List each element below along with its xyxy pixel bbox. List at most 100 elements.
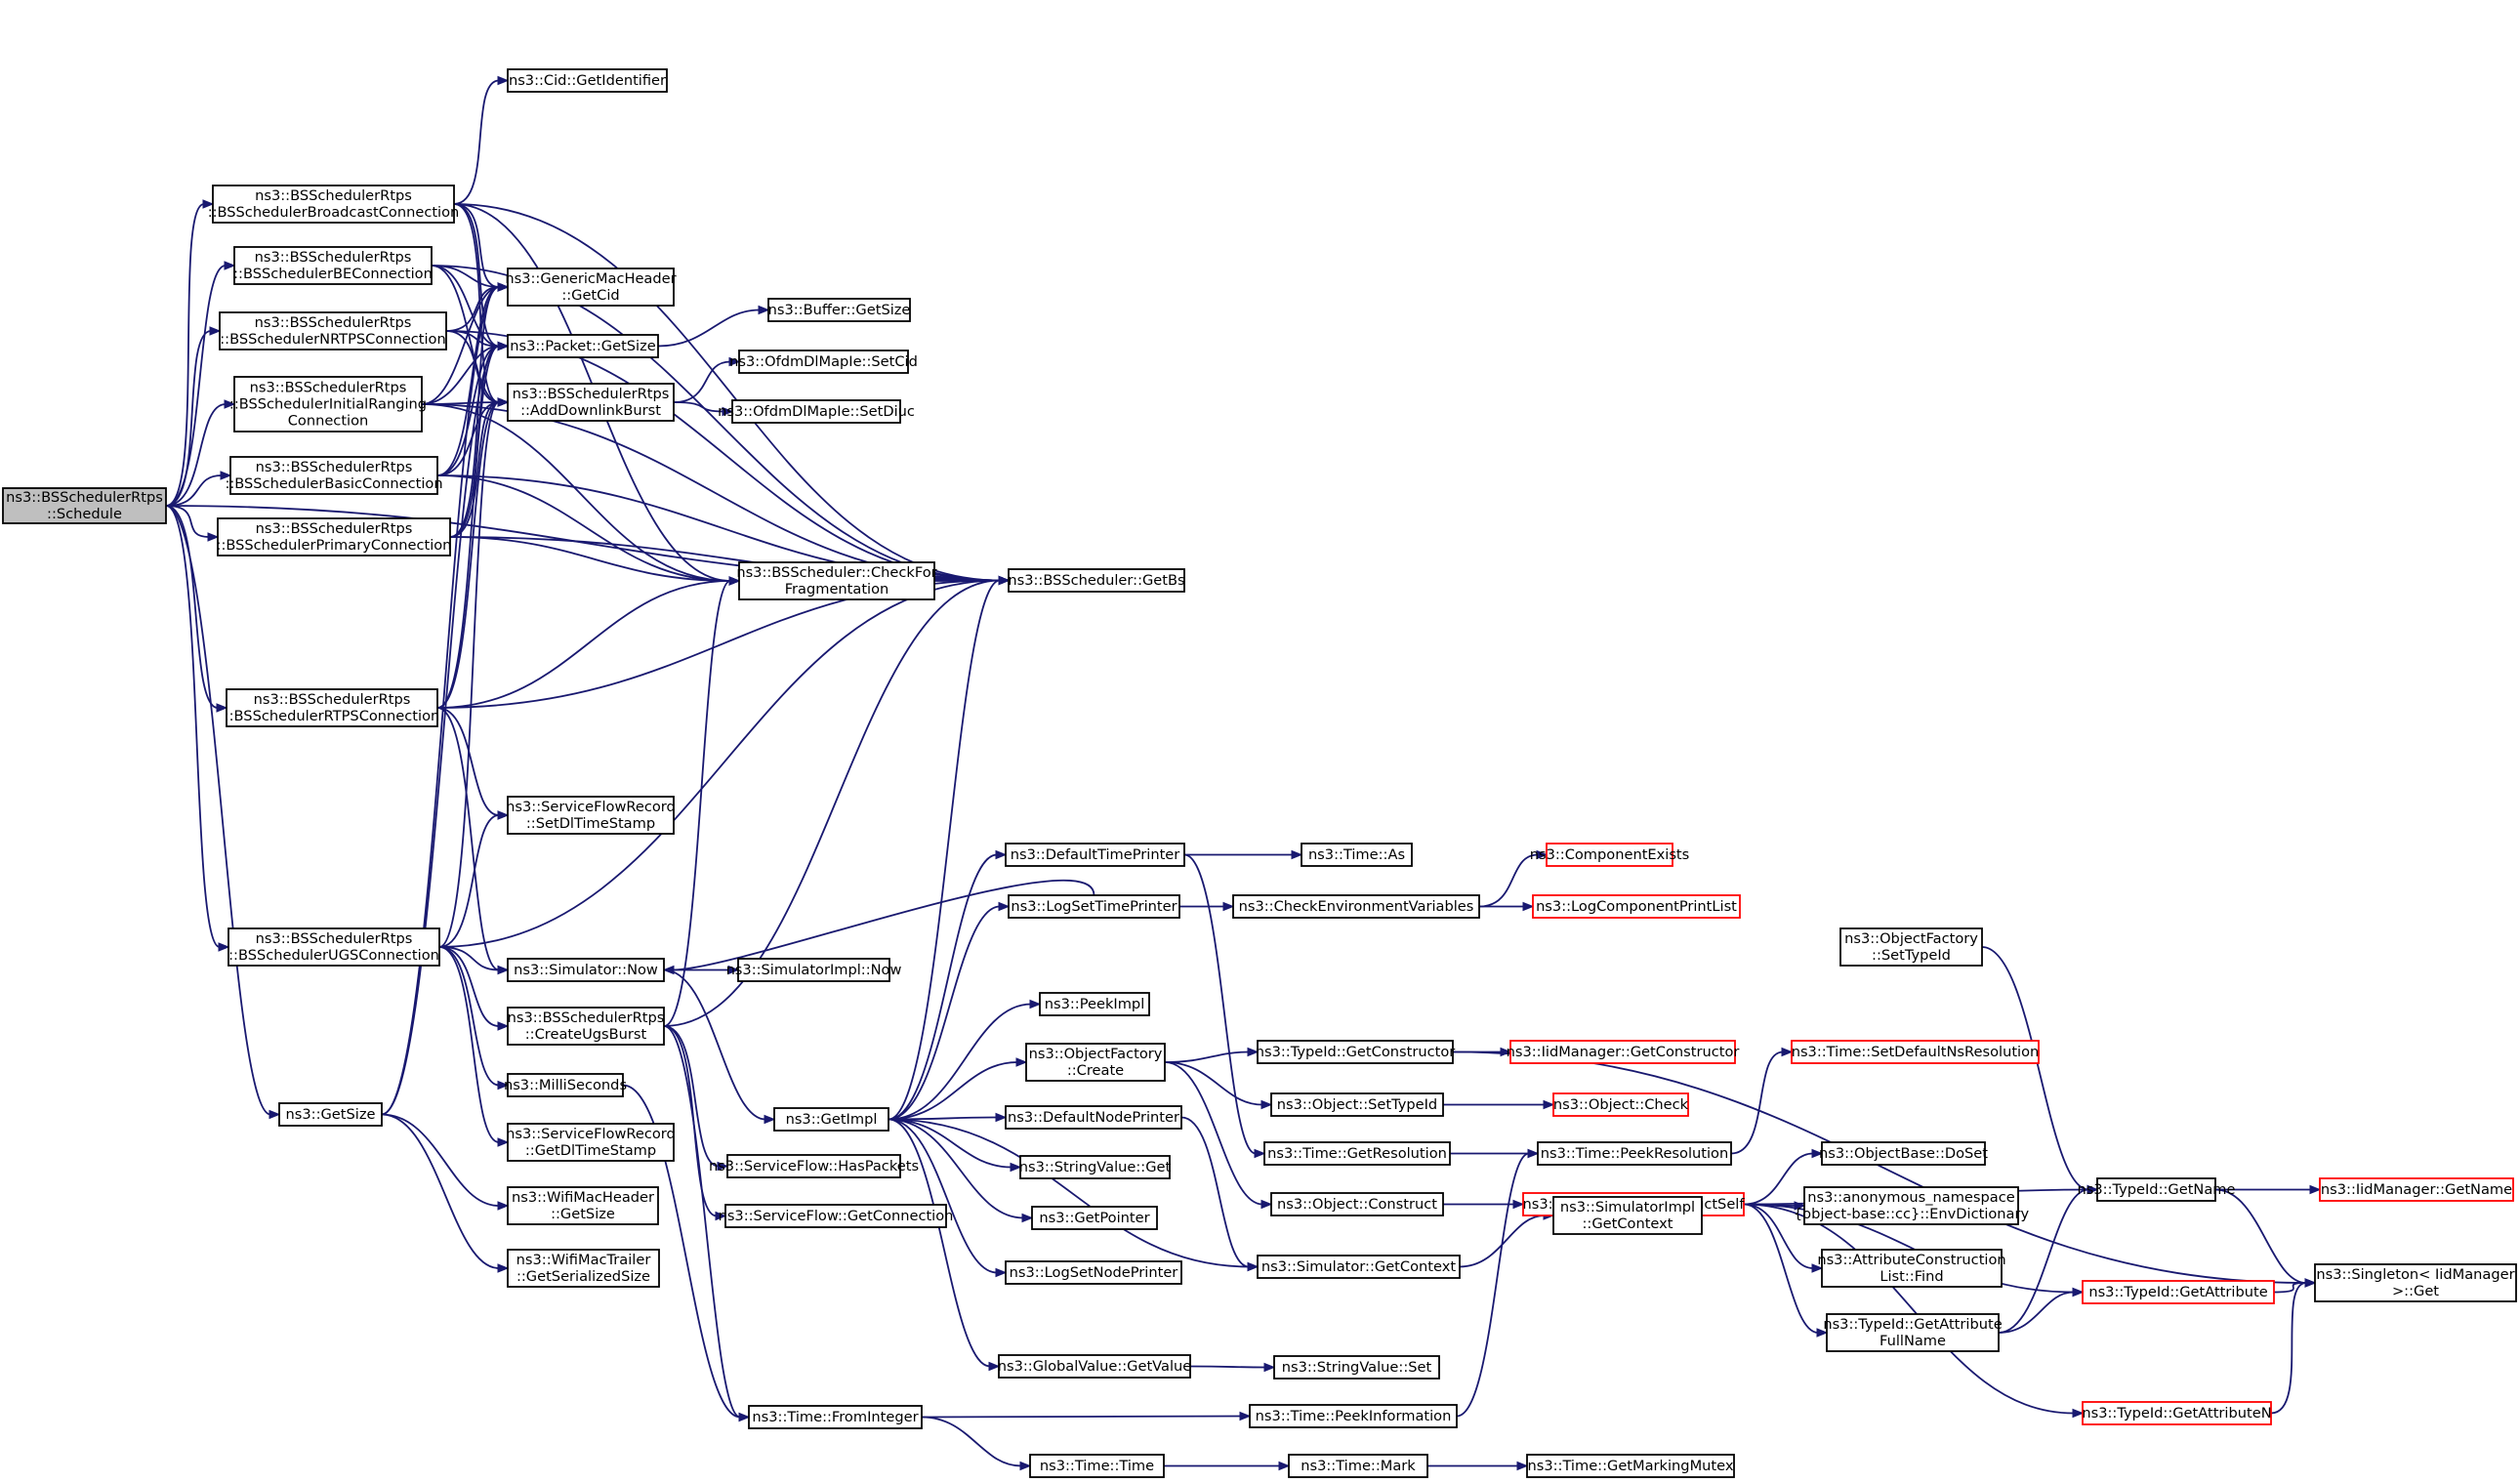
node-cev[interactable]: ns3::CheckEnvironmentVariables [1232, 894, 1480, 919]
node-compexists[interactable]: ns3::ComponentExists [1530, 843, 1690, 867]
node-setdiuc[interactable]: ns3::OfdmDlMapIe::SetDiuc [718, 399, 915, 424]
node-obdoset[interactable]: ns3::ObjectBase::DoSet [1819, 1141, 1988, 1166]
node-cid[interactable]: ns3::Cid::GetIdentifier [507, 68, 668, 93]
node-buffer[interactable]: ns3::Buffer::GetSize [767, 298, 911, 322]
node-haspackets[interactable]: ns3::ServiceFlow::HasPackets [709, 1154, 919, 1178]
node-objsettid[interactable]: ns3::Object::SetTypeId [1270, 1092, 1444, 1117]
arrowhead [218, 942, 230, 952]
edge-schedule-to-getsize [165, 505, 281, 1120]
node-wifitrl[interactable]: ns3::WifiMacTrailer::GetSerializedSize [507, 1249, 660, 1288]
node-gmh[interactable]: ns3::GenericMacHeader::GetCid [505, 268, 677, 307]
node-be[interactable]: ns3::BSSchedulerRtps::BSSchedulerBEConne… [233, 246, 433, 285]
node-ugs[interactable]: ns3::BSSchedulerRtps::BSSchedulerUGSConn… [227, 927, 440, 967]
node-label: ns3::WifiMacTrailer [516, 1252, 651, 1268]
node-dnp[interactable]: ns3::DefaultNodePrinter [1005, 1105, 1182, 1130]
node-box [2082, 1280, 2275, 1304]
node-setdefres[interactable]: ns3::Time::SetDefaultNsResolution [1791, 1040, 2040, 1064]
node-milli[interactable]: ns3::MilliSeconds [504, 1073, 627, 1097]
arrowhead [1543, 1099, 1555, 1110]
arrowhead [998, 901, 1011, 912]
node-label: ns3::Time::GetMarkingMutex [1527, 1458, 1733, 1474]
edge-broadcast-to-gmh [453, 203, 510, 292]
node-label: ns3::ComponentExists [1530, 846, 1690, 863]
node-fromint[interactable]: ns3::Time::FromInteger [748, 1405, 923, 1429]
node-getptr[interactable]: ns3::GetPointer [1031, 1206, 1158, 1230]
node-tidctor[interactable]: ns3::TypeId::GetConstructor [1256, 1040, 1456, 1064]
node-adb[interactable]: ns3::BSSchedulerRtps::AddDownlinkBurst [507, 383, 675, 422]
node-peekinfo[interactable]: ns3::Time::PeekInformation [1249, 1404, 1458, 1428]
node-label: ns3::DefaultTimePrinter [1011, 846, 1180, 863]
node-svget[interactable]: ns3::StringValue::Get [1019, 1155, 1172, 1179]
node-getimpl[interactable]: ns3::GetImpl [773, 1107, 889, 1132]
node-ofcreate[interactable]: ns3::ObjectFactory::Create [1025, 1043, 1166, 1082]
node-getdl[interactable]: ns3::ServiceFlowRecord::GetDlTimeStamp [506, 1123, 676, 1162]
node-simimplctx[interactable]: ns3::SimulatorImpl::GetContext [1552, 1196, 1703, 1235]
node-markmutex[interactable]: ns3::Time::GetMarkingMutex [1526, 1454, 1735, 1478]
node-schedule[interactable]: ns3::BSSchedulerRtps::Schedule [2, 487, 167, 524]
node-timeres[interactable]: ns3::Time::GetResolution [1263, 1141, 1451, 1166]
node-nrtps[interactable]: ns3::BSSchedulerRtps::BSSchedulerNRTPSCo… [219, 311, 447, 350]
node-rtps[interactable]: ns3::BSSchedulerRtps::BSSchedulerRTPSCon… [225, 688, 440, 727]
node-objconstruct[interactable]: ns3::Object::Construct [1270, 1192, 1444, 1216]
node-broadcast[interactable]: ns3::BSSchedulerRtps::BSSchedulerBroadca… [208, 185, 460, 224]
node-peekimpl[interactable]: ns3::PeekImpl [1039, 992, 1150, 1016]
node-box [1552, 1092, 1689, 1117]
node-label: ns3::BSSchedulerRtps [254, 691, 411, 708]
node-singleton[interactable]: ns3::Singleton< IidManager>::Get [2314, 1263, 2517, 1302]
node-simimplnow[interactable]: ns3::SimulatorImpl::Now [726, 958, 902, 982]
node-iidctor[interactable]: ns3::IidManager::GetConstructor [1507, 1040, 1740, 1064]
node-basic[interactable]: ns3::BSSchedulerRtps::BSSchedulerBasicCo… [225, 456, 443, 495]
node-iidname[interactable]: ns3::IidManager::GetName [2319, 1177, 2514, 1202]
node-createugs[interactable]: ns3::BSSchedulerRtps::CreateUgsBurst [507, 1007, 665, 1046]
node-simnow[interactable]: ns3::Simulator::Now [507, 958, 665, 982]
node-dtp[interactable]: ns3::DefaultTimePrinter [1005, 843, 1185, 867]
node-label: ::BSSchedulerInitialRanging [229, 396, 427, 413]
edge-objconstruct-to-constructself [1443, 1199, 1525, 1210]
node-peekres[interactable]: ns3::Time::PeekResolution [1537, 1141, 1732, 1166]
node-objcheck[interactable]: ns3::Object::Check [1552, 1092, 1689, 1117]
edge-dtp-to-timeres [1183, 853, 1266, 1159]
node-simctx[interactable]: ns3::Simulator::GetContext [1257, 1255, 1461, 1279]
arrowhead [1260, 1099, 1273, 1110]
node-packet[interactable]: ns3::Packet::GetSize [507, 334, 659, 358]
node-wifihdr[interactable]: ns3::WifiMacHeader::GetSize [507, 1186, 659, 1225]
node-ofsettid[interactable]: ns3::ObjectFactory::SetTypeId [1839, 927, 1983, 967]
node-label: ns3::GetPointer [1039, 1210, 1149, 1226]
node-svset[interactable]: ns3::StringValue::Set [1273, 1355, 1440, 1380]
node-lstp[interactable]: ns3::LogSetTimePrinter [1008, 894, 1180, 919]
node-timemark[interactable]: ns3::Time::Mark [1288, 1454, 1428, 1478]
node-label: ns3::anonymous_namespace [1807, 1189, 2014, 1206]
node-label: ::Schedule [47, 506, 122, 522]
node-label: ns3::Object::SetTypeId [1277, 1096, 1437, 1113]
node-box [507, 334, 659, 358]
arrowhead [497, 965, 510, 975]
node-setdl[interactable]: ns3::ServiceFlowRecord::SetDlTimeStamp [506, 796, 676, 835]
node-getbs[interactable]: ns3::BSScheduler::GetBs [1008, 568, 1185, 593]
edge-lstp-to-cev [1179, 901, 1235, 912]
node-lcpl[interactable]: ns3::LogComponentPrintList [1532, 894, 1741, 919]
node-setcid[interactable]: ns3::OfdmDlMapIe::SetCid [729, 350, 918, 374]
node-getsize[interactable]: ns3::GetSize [278, 1102, 383, 1127]
node-label: ns3::Simulator::GetContext [1261, 1258, 1456, 1275]
node-timeas[interactable]: ns3::Time::As [1301, 843, 1413, 867]
node-tidgetattrn[interactable]: ns3::TypeId::GetAttributeN [2082, 1401, 2272, 1425]
node-primary[interactable]: ns3::BSSchedulerRtps::BSSchedulerPrimary… [217, 517, 452, 556]
node-getconn[interactable]: ns3::ServiceFlow::GetConnection [719, 1204, 954, 1228]
node-box [1288, 1454, 1428, 1478]
node-envdict[interactable]: ns3::anonymous_namespace{object-base::cc… [1794, 1186, 2030, 1225]
arrowhead [717, 1161, 729, 1172]
node-tidname[interactable]: ns3::TypeId::GetName [2078, 1177, 2236, 1202]
node-initial[interactable]: ns3::BSSchedulerRtps::BSSchedulerInitial… [229, 376, 427, 433]
node-timetime[interactable]: ns3::Time::Time [1029, 1454, 1165, 1478]
node-gvget[interactable]: ns3::GlobalValue::GetValue [998, 1354, 1192, 1379]
node-tidgetattr[interactable]: ns3::TypeId::GetAttribute [2082, 1280, 2275, 1304]
node-lsnp[interactable]: ns3::LogSetNodePrinter [1005, 1260, 1182, 1285]
node-box [1008, 894, 1180, 919]
edge-peekinfo-to-peekres [1456, 1148, 1540, 1418]
node-box [507, 1249, 660, 1288]
arrowhead [497, 341, 510, 351]
